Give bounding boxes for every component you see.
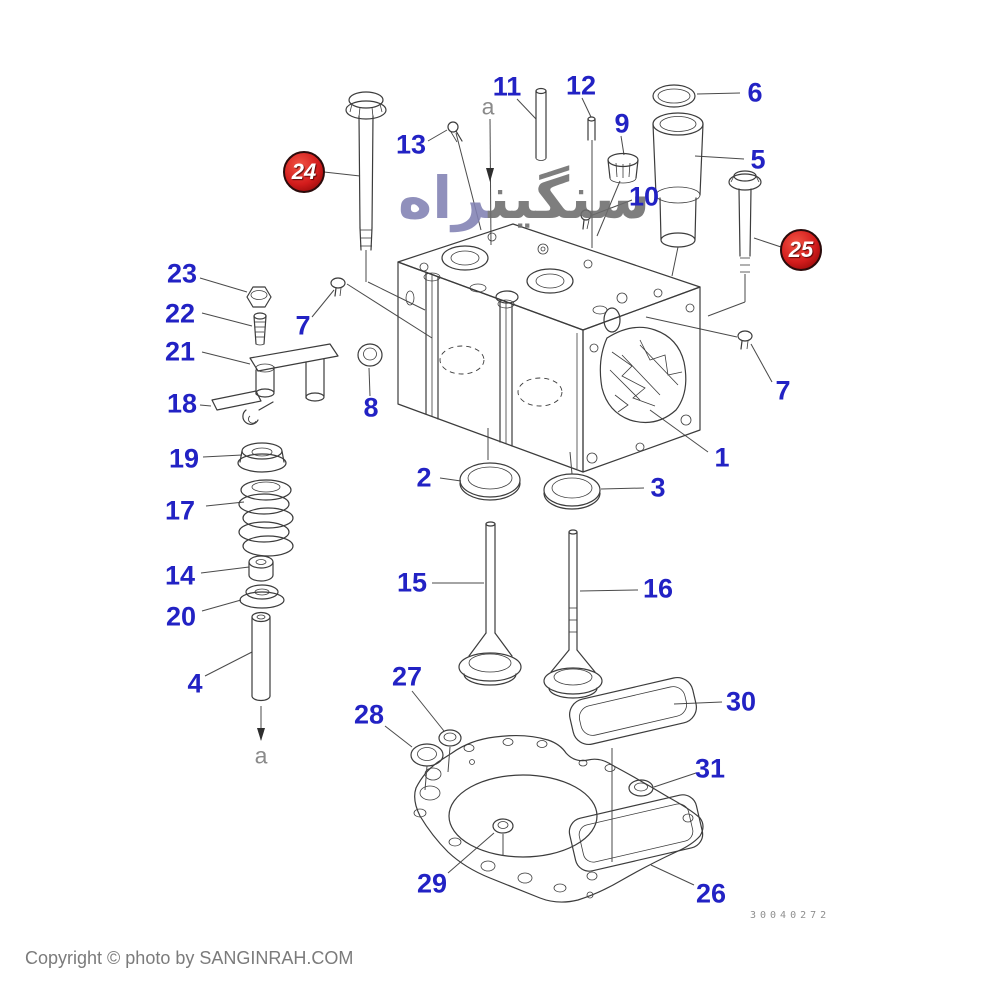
part-label-7-right: 7 [775,375,791,406]
bolt-7-left-drawing [330,277,346,297]
valve-seat-2-drawing [459,462,521,501]
highlight-badge-24: 24 [283,151,325,193]
drawing-number: 30040272 [750,910,831,921]
reference-letter-a-bottom: a [254,742,268,769]
retainer-14-drawing [248,555,274,582]
bolt-24-drawing [345,91,426,311]
part-label-29: 29 [416,868,448,899]
part-label-1: 1 [714,442,730,473]
pin-12-drawing [587,116,596,248]
grommet-8-drawing [357,343,383,367]
seat-20-drawing [239,584,285,609]
cylinder-head-drawing [397,223,701,475]
leader-lines [199,92,782,886]
spring-17-drawing [238,479,294,557]
part-label-21: 21 [164,336,196,367]
sleeve-5-drawing [652,112,704,277]
bolt-10-drawing [580,209,592,230]
part-label-8: 8 [363,392,379,423]
part-label-9: 9 [614,108,630,139]
watermark-word-right: سنگین [488,164,650,232]
part-label-27: 27 [391,661,423,692]
part-label-23: 23 [166,258,198,289]
highlight-badge-25: 25 [780,229,822,271]
reference-letter-a-top: a [481,93,495,120]
direction-arrow-bottom [257,706,265,741]
seal-29-drawing [492,818,514,856]
part-label-16: 16 [642,573,674,604]
rotator-19-drawing [237,442,287,473]
valve-guide-4-drawing [251,611,271,702]
cap-6-drawing [652,84,696,108]
part-label-18: 18 [166,388,198,419]
part-label-22: 22 [164,298,196,329]
bracket-21-drawing [249,343,339,402]
nut-23-drawing [246,286,272,308]
part-label-13: 13 [395,129,427,160]
part-label-6: 6 [747,77,763,108]
seal-28-drawing [410,743,444,791]
watermark-word-left: راه [398,164,489,232]
part-label-11: 11 [492,71,522,102]
part-label-5: 5 [750,144,766,175]
bolt-7-right-drawing [737,330,753,350]
part-label-3: 3 [650,472,666,503]
copyright-text: Copyright © photo by SANGINRAH.COM [25,948,354,968]
stud-22-drawing [253,312,267,346]
part-label-2: 2 [416,462,432,493]
part-label-20: 20 [165,601,197,632]
watermark: سنگینراه [398,163,650,233]
part-label-4: 4 [187,668,203,699]
direction-arrow-top [486,118,494,246]
part-label-7-left: 7 [295,310,311,341]
seal-27-drawing [438,729,462,773]
part-label-19: 19 [168,443,200,474]
screw-13-drawing [447,121,463,143]
cover-gasket-30-drawing [569,677,697,862]
part-label-28: 28 [353,699,385,730]
bolt-25-drawing [707,170,762,317]
part-label-31: 31 [694,753,726,784]
valve-15-drawing [458,521,522,686]
part-label-26: 26 [695,878,727,909]
part-label-10: 10 [628,181,660,212]
seal-31-drawing [628,779,654,797]
clip-18-drawing [211,390,274,425]
part-label-15: 15 [396,567,428,598]
part-label-12: 12 [565,70,597,101]
part-label-14: 14 [164,560,196,591]
part-label-17: 17 [164,495,196,526]
part-label-30: 30 [725,686,757,717]
plug-9-drawing [596,152,639,237]
pin-11-drawing [535,87,547,161]
valve-16-drawing [543,529,603,699]
valve-seat-3-drawing [543,473,601,510]
head-gasket-26-drawing [413,734,704,903]
